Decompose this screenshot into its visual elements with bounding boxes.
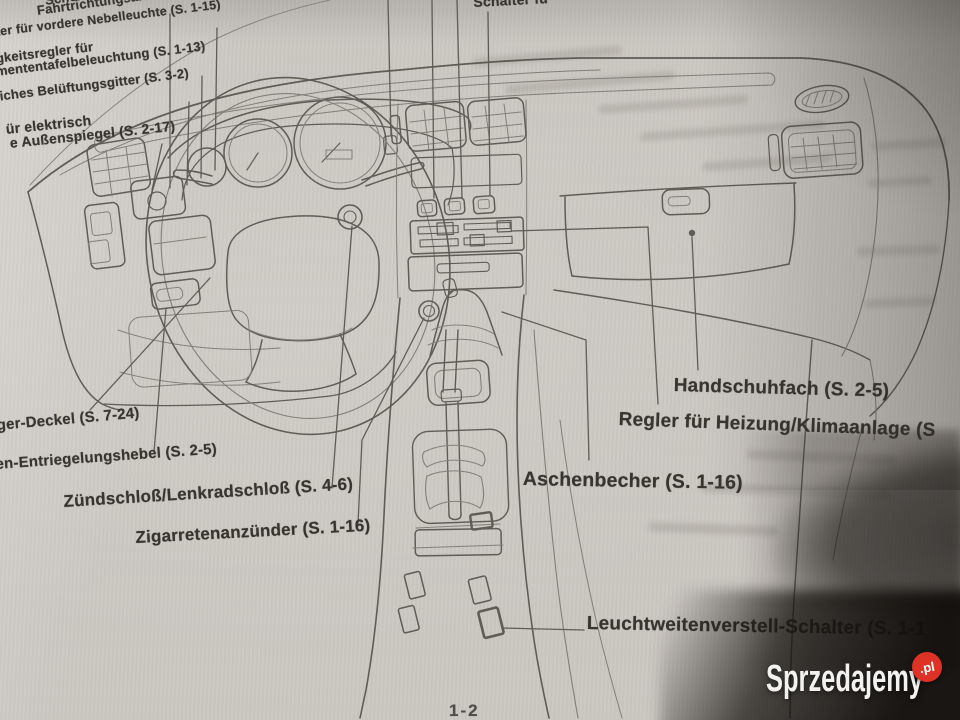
stack-button-1 (416, 199, 438, 218)
lighter-knob-drawing (418, 300, 440, 322)
radio-slot (407, 252, 524, 292)
stack-button-2 (443, 197, 466, 216)
hood-release-drawing (149, 278, 201, 310)
ignition-lock-drawing (337, 204, 363, 230)
leveling-switch-drawing (477, 606, 505, 640)
switch-blank (467, 575, 492, 605)
side-vent-right (780, 121, 864, 179)
fuse-cover-drawing (148, 214, 216, 276)
console (359, 294, 623, 719)
center-stack (389, 97, 528, 357)
watermark-brand-text: Sprzedajemy (766, 658, 924, 700)
dark-corner-shadow (660, 590, 960, 720)
shift-lever (442, 329, 459, 393)
wiper-stalk (361, 161, 425, 187)
center-vent-left (404, 100, 467, 152)
cup-holder (411, 428, 510, 525)
console-tray (414, 527, 503, 557)
leader-lines (89, 0, 699, 631)
page-shadow-right (700, 0, 960, 490)
defroster-vent (794, 84, 850, 114)
light-stalk (172, 169, 213, 185)
page-shadow-top-right (680, 0, 960, 260)
glove-box-handle (661, 187, 711, 216)
page-number: 1-2 (449, 701, 480, 720)
instrument-cluster (167, 96, 472, 206)
center-vent-right (466, 97, 527, 146)
right-vents (767, 77, 879, 357)
watermark: Sprzedajemy .pl (766, 649, 960, 701)
left-controls (83, 137, 253, 388)
switch-blank (403, 570, 426, 600)
mirror-switch-drawing (130, 175, 187, 220)
heater-slider-panel (409, 216, 525, 255)
stack-button-3 (472, 195, 496, 215)
switch-blank (397, 604, 420, 634)
